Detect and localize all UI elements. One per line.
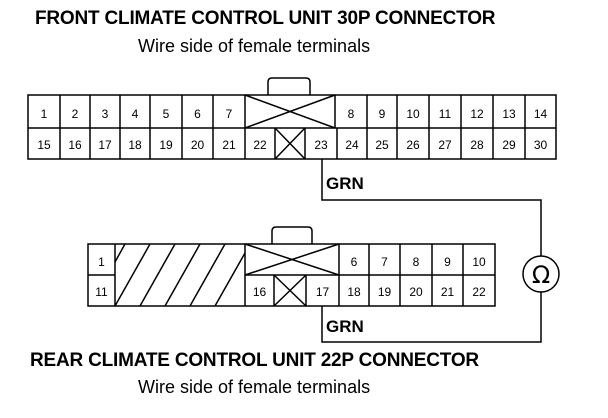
front-pin-4: 4 — [132, 107, 139, 121]
front-pin-1: 1 — [41, 107, 48, 121]
front-pin-28: 28 — [470, 138, 484, 152]
front-grn-wire — [321, 159, 542, 256]
front-pin-17: 17 — [98, 138, 112, 152]
rear-pin-19: 19 — [378, 285, 392, 299]
front-pin-7: 7 — [226, 107, 233, 121]
front-pin-10: 10 — [406, 107, 420, 121]
rear-connector — [87, 226, 496, 307]
rear-pin-7: 7 — [381, 255, 388, 269]
rear-pin-11: 11 — [95, 285, 108, 299]
rear-connector-title: REAR CLIMATE CONTROL UNIT 22P CONNECTOR — [30, 350, 479, 371]
front-connector — [27, 77, 557, 160]
front-pin-5: 5 — [163, 107, 170, 121]
front-pin-11: 11 — [439, 107, 452, 121]
rear-connector-subtitle: Wire side of female terminals — [138, 377, 371, 397]
front-pin-9: 9 — [379, 107, 386, 121]
front-pin-19: 19 — [159, 138, 173, 152]
wiring — [321, 159, 560, 343]
rear-pin-21: 21 — [441, 285, 455, 299]
front-pin-29: 29 — [502, 138, 516, 152]
front-pin-22: 22 — [253, 138, 267, 152]
front-pin-27: 27 — [438, 138, 452, 152]
rear-latch — [271, 226, 313, 244]
rear-pin-22: 22 — [472, 285, 486, 299]
front-pin-24: 24 — [345, 138, 359, 152]
front-pin-12: 12 — [470, 107, 484, 121]
rear-pin-10: 10 — [472, 255, 486, 269]
rear-hatched-area — [114, 243, 246, 307]
rear-pin-16: 16 — [253, 285, 267, 299]
front-pin-13: 13 — [502, 107, 516, 121]
rear-grn-wire — [321, 292, 542, 343]
front-outline — [27, 94, 557, 160]
front-pin-26: 26 — [406, 138, 420, 152]
rear-pin-20: 20 — [409, 285, 423, 299]
front-pin-20: 20 — [191, 138, 205, 152]
front-connector-title: FRONT CLIMATE CONTROL UNIT 30P CONNECTOR — [35, 8, 496, 29]
rear-pin-17: 17 — [316, 285, 330, 299]
front-pin-14: 14 — [534, 107, 548, 121]
front-blank-x — [244, 94, 336, 129]
front-wire-label: GRN — [326, 174, 364, 193]
front-pin-8: 8 — [348, 107, 355, 121]
front-blank-pin-x — [274, 127, 306, 160]
front-pin-3: 3 — [102, 107, 109, 121]
rear-wire-label: GRN — [326, 317, 364, 336]
rear-pin-9: 9 — [444, 255, 451, 269]
front-pin-2: 2 — [72, 107, 79, 121]
front-pin-25: 25 — [375, 138, 389, 152]
front-pin-18: 18 — [128, 138, 142, 152]
rear-pin-1: 1 — [98, 255, 105, 269]
rear-pin-6: 6 — [351, 255, 358, 269]
rear-pin-8: 8 — [413, 255, 420, 269]
front-pin-6: 6 — [194, 107, 201, 121]
ohm-icon: Ω — [532, 261, 550, 289]
front-pin-15: 15 — [37, 138, 51, 152]
ohmmeter — [522, 255, 560, 293]
front-connector-subtitle: Wire side of female terminals — [138, 36, 371, 56]
rear-pin-18: 18 — [347, 285, 361, 299]
front-pin-16: 16 — [68, 138, 82, 152]
front-pin-23: 23 — [314, 138, 328, 152]
front-latch — [267, 77, 311, 95]
front-pin-30: 30 — [534, 138, 548, 152]
front-pin-21: 21 — [222, 138, 236, 152]
